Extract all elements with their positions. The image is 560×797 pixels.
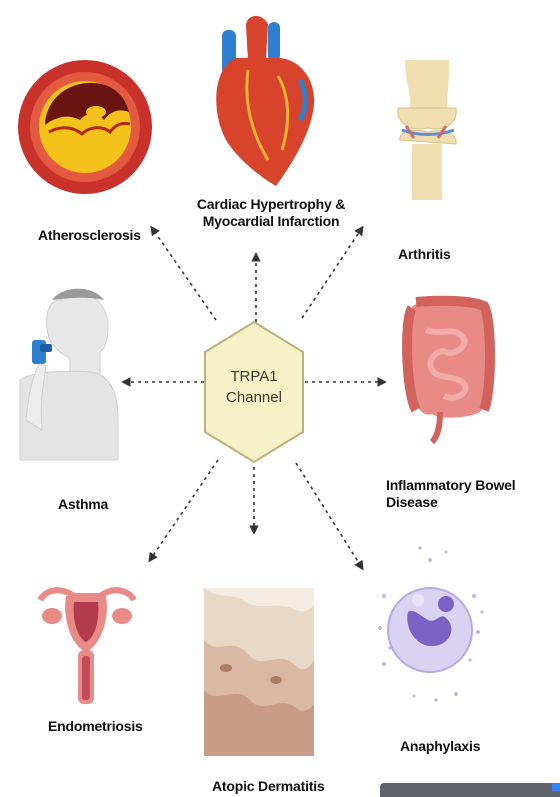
label-ibd: Inflammatory Bowel Disease	[386, 477, 560, 511]
trpa1-channel-label: TRPA1 Channel	[214, 366, 294, 408]
label-endometriosis: Endometriosis	[48, 718, 143, 735]
label-atopic-dermatitis: Atopic Dermatitis	[212, 778, 325, 795]
label-cardiac-line-2: Myocardial Infarction	[196, 213, 346, 230]
arrow-to-endometriosis	[150, 460, 218, 560]
arrow-to-arthritis	[302, 228, 362, 318]
label-atherosclerosis: Atherosclerosis	[38, 227, 141, 244]
label-asthma: Asthma	[58, 496, 108, 513]
overlay-accent	[552, 783, 560, 791]
intestine-icon	[407, 299, 491, 442]
label-cardiac-line-1: Cardiac Hypertrophy &	[196, 196, 346, 213]
label-cardiac: Cardiac Hypertrophy & Myocardial Infarct…	[196, 196, 346, 230]
label-anaphylaxis: Anaphylaxis	[400, 738, 480, 755]
arrow-to-atherosclerosis	[152, 228, 216, 320]
hub-line-2: Channel	[214, 387, 294, 408]
knee-joint-icon	[398, 60, 456, 200]
overlay-bar	[380, 783, 560, 797]
heart-icon	[216, 16, 314, 186]
uterus-icon	[40, 590, 134, 704]
artery-cross-section-icon	[18, 60, 152, 194]
label-arthritis: Arthritis	[398, 246, 451, 263]
hub-line-1: TRPA1	[214, 366, 294, 387]
mast-cell-icon	[378, 546, 484, 701]
arrow-to-anaphylaxis	[296, 463, 362, 568]
skin-layers-icon	[204, 588, 314, 756]
inhaler-person-icon	[20, 289, 118, 460]
